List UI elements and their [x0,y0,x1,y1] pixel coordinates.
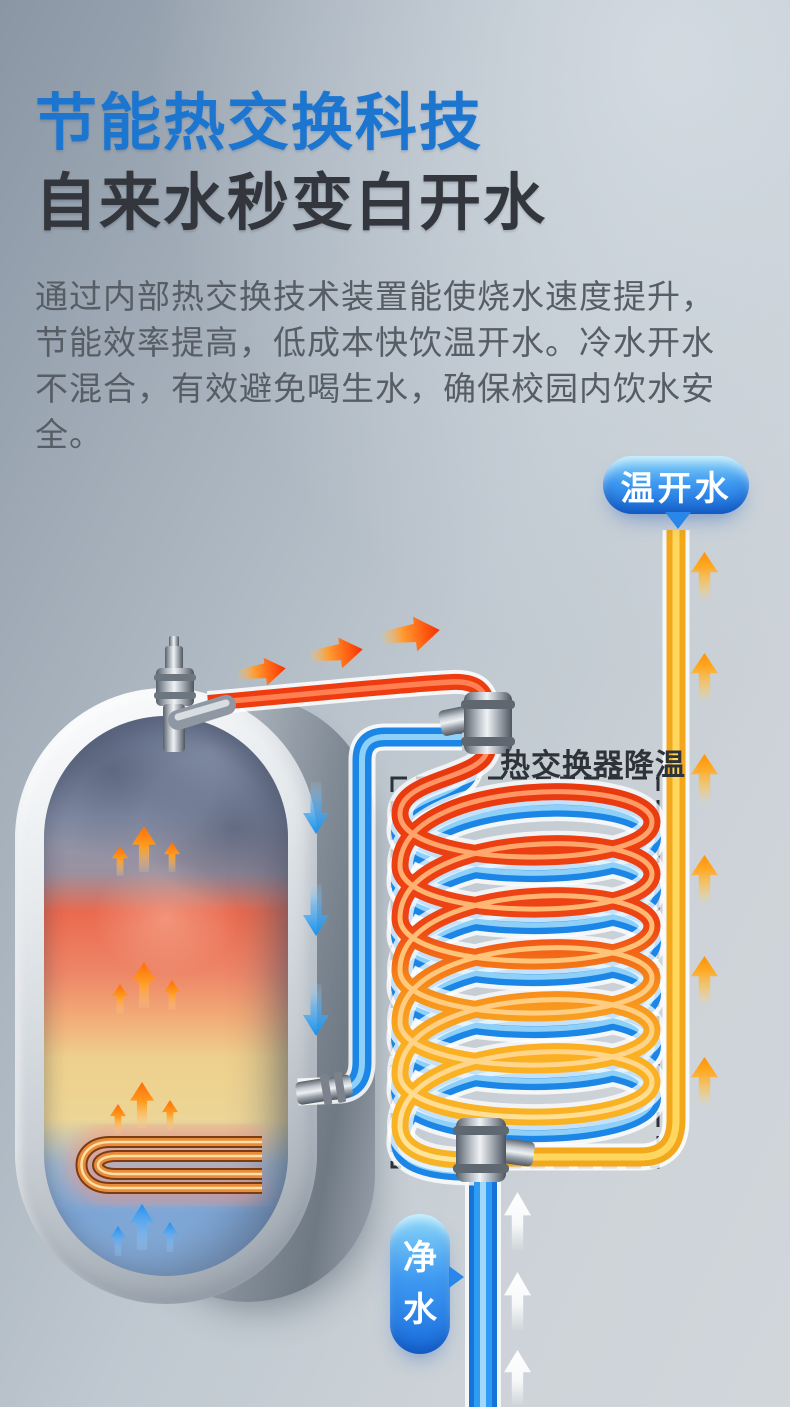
up-arrow-icon [130,1082,154,1128]
page-title: 节能热交换科技 [35,89,484,158]
up-arrow-icon [691,754,718,804]
pure-water-callout: 净水 [390,1214,464,1354]
up-arrow-icon [162,1100,178,1130]
up-arrow-icon [112,984,128,1014]
up-arrow-icon [164,980,180,1010]
warm-outlet-pipe [505,530,690,1171]
warm-outflow-arrows [691,552,718,1107]
right-arrow-icon [236,655,288,689]
coil-bottom-fitting [453,1118,535,1182]
warm-water-callout: 温开水 [603,456,749,529]
up-arrow-icon [132,962,156,1008]
up-arrow-icon [162,1222,178,1252]
up-arrow-icon [691,956,718,1006]
description-line: 通过内部热交换技术装置能使烧水速度提升， [35,278,715,315]
page-subtitle: 自来水秒变白开水 [35,169,548,238]
up-arrow-icon [130,1204,154,1250]
down-arrow-icon [303,782,329,834]
tank-side-fitting [295,1071,353,1105]
up-arrow-icon [691,653,718,703]
right-arrow-icon [308,634,365,673]
down-arrow-icon [303,984,329,1036]
up-arrow-icon [504,1350,531,1405]
up-arrow-icon [691,855,718,905]
up-arrow-icon [112,846,128,876]
right-arrow-icon [380,613,442,656]
coil-top-fitting [438,692,515,754]
up-arrow-icon [691,1057,718,1107]
heat-exchanger-hot-coil [386,743,666,1173]
heating-element [68,1127,262,1203]
description-paragraph: 通过内部热交换技术装置能使烧水速度提升， 节能效率提高，低成本快饮温开水。冷水开… [35,274,780,458]
description-line: 不混合，有效避免喝生水，确保校园内饮水安全。 [35,370,715,453]
cold-feed-arrows [303,782,329,1036]
up-arrow-icon [504,1272,531,1330]
up-arrow-icon [132,826,156,872]
pure-inflow-arrows [504,1192,531,1405]
up-arrow-icon [504,1192,531,1250]
heat-exchanger-label: 热交换器降温 [500,749,686,782]
up-arrow-icon [691,552,718,602]
tank-top-valve [154,636,236,752]
down-arrow-icon [303,884,329,936]
up-arrow-icon [164,842,180,872]
up-arrow-icon [110,1226,126,1256]
pure-water-label: 净水 [403,1239,437,1329]
description-line: 节能效率提高，低成本快饮温开水。冷水开水 [35,324,715,361]
warm-water-label: 温开水 [620,469,732,508]
